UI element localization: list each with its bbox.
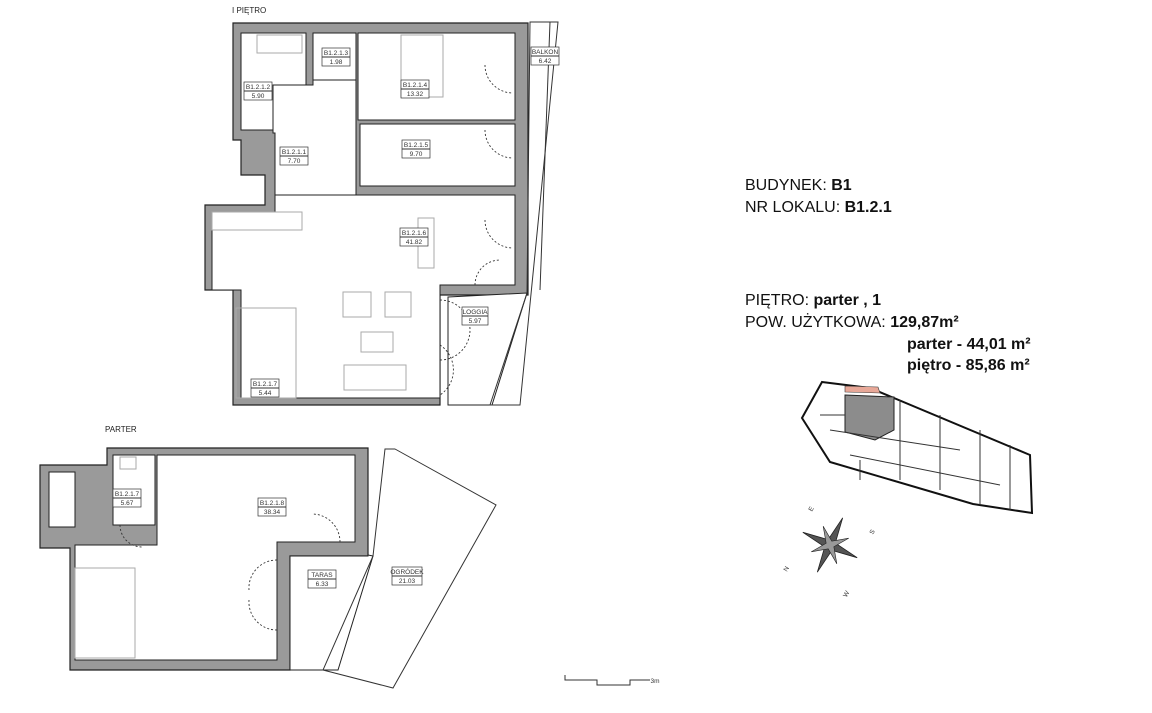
ground-floor-title: PARTER	[105, 425, 137, 434]
svg-text:TARAS: TARAS	[311, 572, 333, 579]
balcony-rail	[539, 21, 551, 291]
building-value: B1	[831, 177, 852, 194]
compass-rose-icon: E S W N	[782, 505, 877, 599]
site-plan	[800, 380, 1034, 515]
area-info: POW. UŻYTKOWA: 129,87m²	[745, 313, 959, 333]
upper-floor-title: I PIĘTRO	[232, 6, 266, 15]
svg-text:41.82: 41.82	[406, 239, 423, 246]
bedroom-2	[359, 123, 516, 187]
svg-text:B1.2.1.6: B1.2.1.6	[402, 230, 427, 237]
svg-text:N: N	[782, 565, 791, 573]
ground-storage	[48, 471, 76, 528]
highlighted-balcony	[844, 385, 881, 394]
building-info: BUDYNEK: B1	[745, 176, 852, 196]
loggia-door	[439, 299, 471, 396]
garden-outline	[322, 448, 497, 689]
room-label: TARAS 6.33	[307, 569, 337, 589]
floor-label: PIĘTRO:	[745, 292, 810, 309]
svg-text:5.90: 5.90	[252, 93, 265, 100]
living-window-door	[484, 219, 514, 249]
svg-text:38.34: 38.34	[264, 509, 281, 516]
bedroom2-window-door	[484, 129, 514, 159]
area-label: POW. UŻYTKOWA:	[745, 314, 886, 331]
terrace-french-door	[248, 559, 278, 631]
armchair-icon-2	[384, 291, 412, 318]
area-ground-value: parter - 44,01 m²	[907, 336, 1031, 353]
area-upper-value: piętro - 85,86 m²	[907, 357, 1030, 374]
bathroom-door	[119, 524, 143, 548]
armchair-icon	[342, 291, 372, 318]
bedroom-window-door	[484, 64, 514, 94]
scale-bar: 3m	[564, 675, 660, 686]
svg-text:B1.2.1.7: B1.2.1.7	[115, 491, 140, 498]
floor-value: parter , 1	[813, 292, 882, 309]
upper-floor-plan: B1.2.1.31.98 B1.2.1.25.90 B1.2.1.413.32 …	[204, 21, 560, 406]
room-label: B1.2.1.7 5.67	[112, 488, 142, 508]
stairs-icon	[235, 307, 297, 399]
svg-text:W: W	[842, 589, 852, 599]
room-label: B1.2.1.5 9.70	[401, 139, 431, 159]
room-label: B1.2.1.6 41.82	[399, 227, 429, 247]
svg-text:BALKON: BALKON	[532, 49, 559, 56]
balcony-outline	[489, 21, 559, 406]
svg-text:B1.2.1.7: B1.2.1.7	[253, 381, 278, 388]
svg-text:5.67: 5.67	[121, 500, 134, 507]
svg-text:B1.2.1.1: B1.2.1.1	[282, 149, 307, 156]
svg-text:B1.2.1.3: B1.2.1.3	[324, 50, 349, 57]
sink-icon	[119, 456, 137, 470]
bedroom-1	[357, 32, 516, 121]
sofa-icon	[343, 364, 407, 391]
svg-text:7.70: 7.70	[288, 158, 301, 165]
hallway	[272, 79, 357, 196]
bathtub-icon	[256, 34, 303, 54]
svg-text:21.03: 21.03	[399, 578, 416, 585]
svg-text:LOGGIA: LOGGIA	[463, 309, 489, 316]
stairs-icon	[74, 567, 136, 659]
svg-text:6.33: 6.33	[316, 581, 329, 588]
svg-text:S: S	[869, 528, 878, 536]
area-ground: parter - 44,01 m²	[907, 335, 1031, 355]
svg-text:E: E	[808, 505, 817, 513]
svg-text:OGRÓDEK: OGRÓDEK	[390, 567, 424, 576]
svg-text:B1.2.1.8: B1.2.1.8	[260, 500, 285, 507]
building-label: BUDYNEK:	[745, 177, 827, 194]
svg-text:B1.2.1.4: B1.2.1.4	[403, 82, 428, 89]
svg-text:5.44: 5.44	[259, 390, 272, 397]
coffee-table-icon	[360, 331, 394, 353]
svg-text:3m: 3m	[650, 678, 659, 685]
unit-info: NR LOKALU: B1.2.1	[745, 198, 892, 218]
room-label: BALKON 6.42	[530, 46, 560, 66]
svg-text:5.97: 5.97	[469, 318, 482, 325]
room-label: OGRÓDEK 21.03	[390, 566, 424, 586]
svg-text:1.98: 1.98	[330, 59, 343, 66]
floor-info: PIĘTRO: parter , 1	[745, 291, 881, 311]
area-upper: piętro - 85,86 m²	[907, 356, 1030, 376]
svg-text:B1.2.1.5: B1.2.1.5	[404, 142, 429, 149]
svg-text:B1.2.1.2: B1.2.1.2	[246, 84, 271, 91]
loggia-door-2	[474, 259, 501, 286]
room-label: B1.2.1.4 13.32	[400, 79, 430, 99]
room-label: B1.2.1.8 38.34	[257, 497, 287, 517]
room-label: B1.2.1.2 5.90	[243, 81, 273, 101]
room-label: B1.2.1.7 5.44	[250, 378, 280, 398]
room-label: LOGGIA 5.97	[461, 306, 489, 326]
svg-text:9.70: 9.70	[410, 151, 423, 158]
svg-text:13.32: 13.32	[407, 91, 424, 98]
kitchen-counter-icon	[211, 211, 303, 231]
highlighted-unit	[844, 394, 895, 441]
area-total: 129,87m²	[890, 314, 959, 331]
terrace-door	[311, 513, 341, 543]
svg-text:6.42: 6.42	[539, 58, 552, 65]
unit-value: B1.2.1	[844, 199, 892, 216]
unit-label: NR LOKALU:	[745, 199, 841, 216]
ground-floor-plan: B1.2.1.7 5.67 B1.2.1.8 38.34 TARAS 6.33 OGR…	[39, 447, 497, 689]
room-label: B1.2.1.3 1.98	[321, 47, 351, 67]
room-label: B1.2.1.1 7.70	[279, 146, 309, 166]
